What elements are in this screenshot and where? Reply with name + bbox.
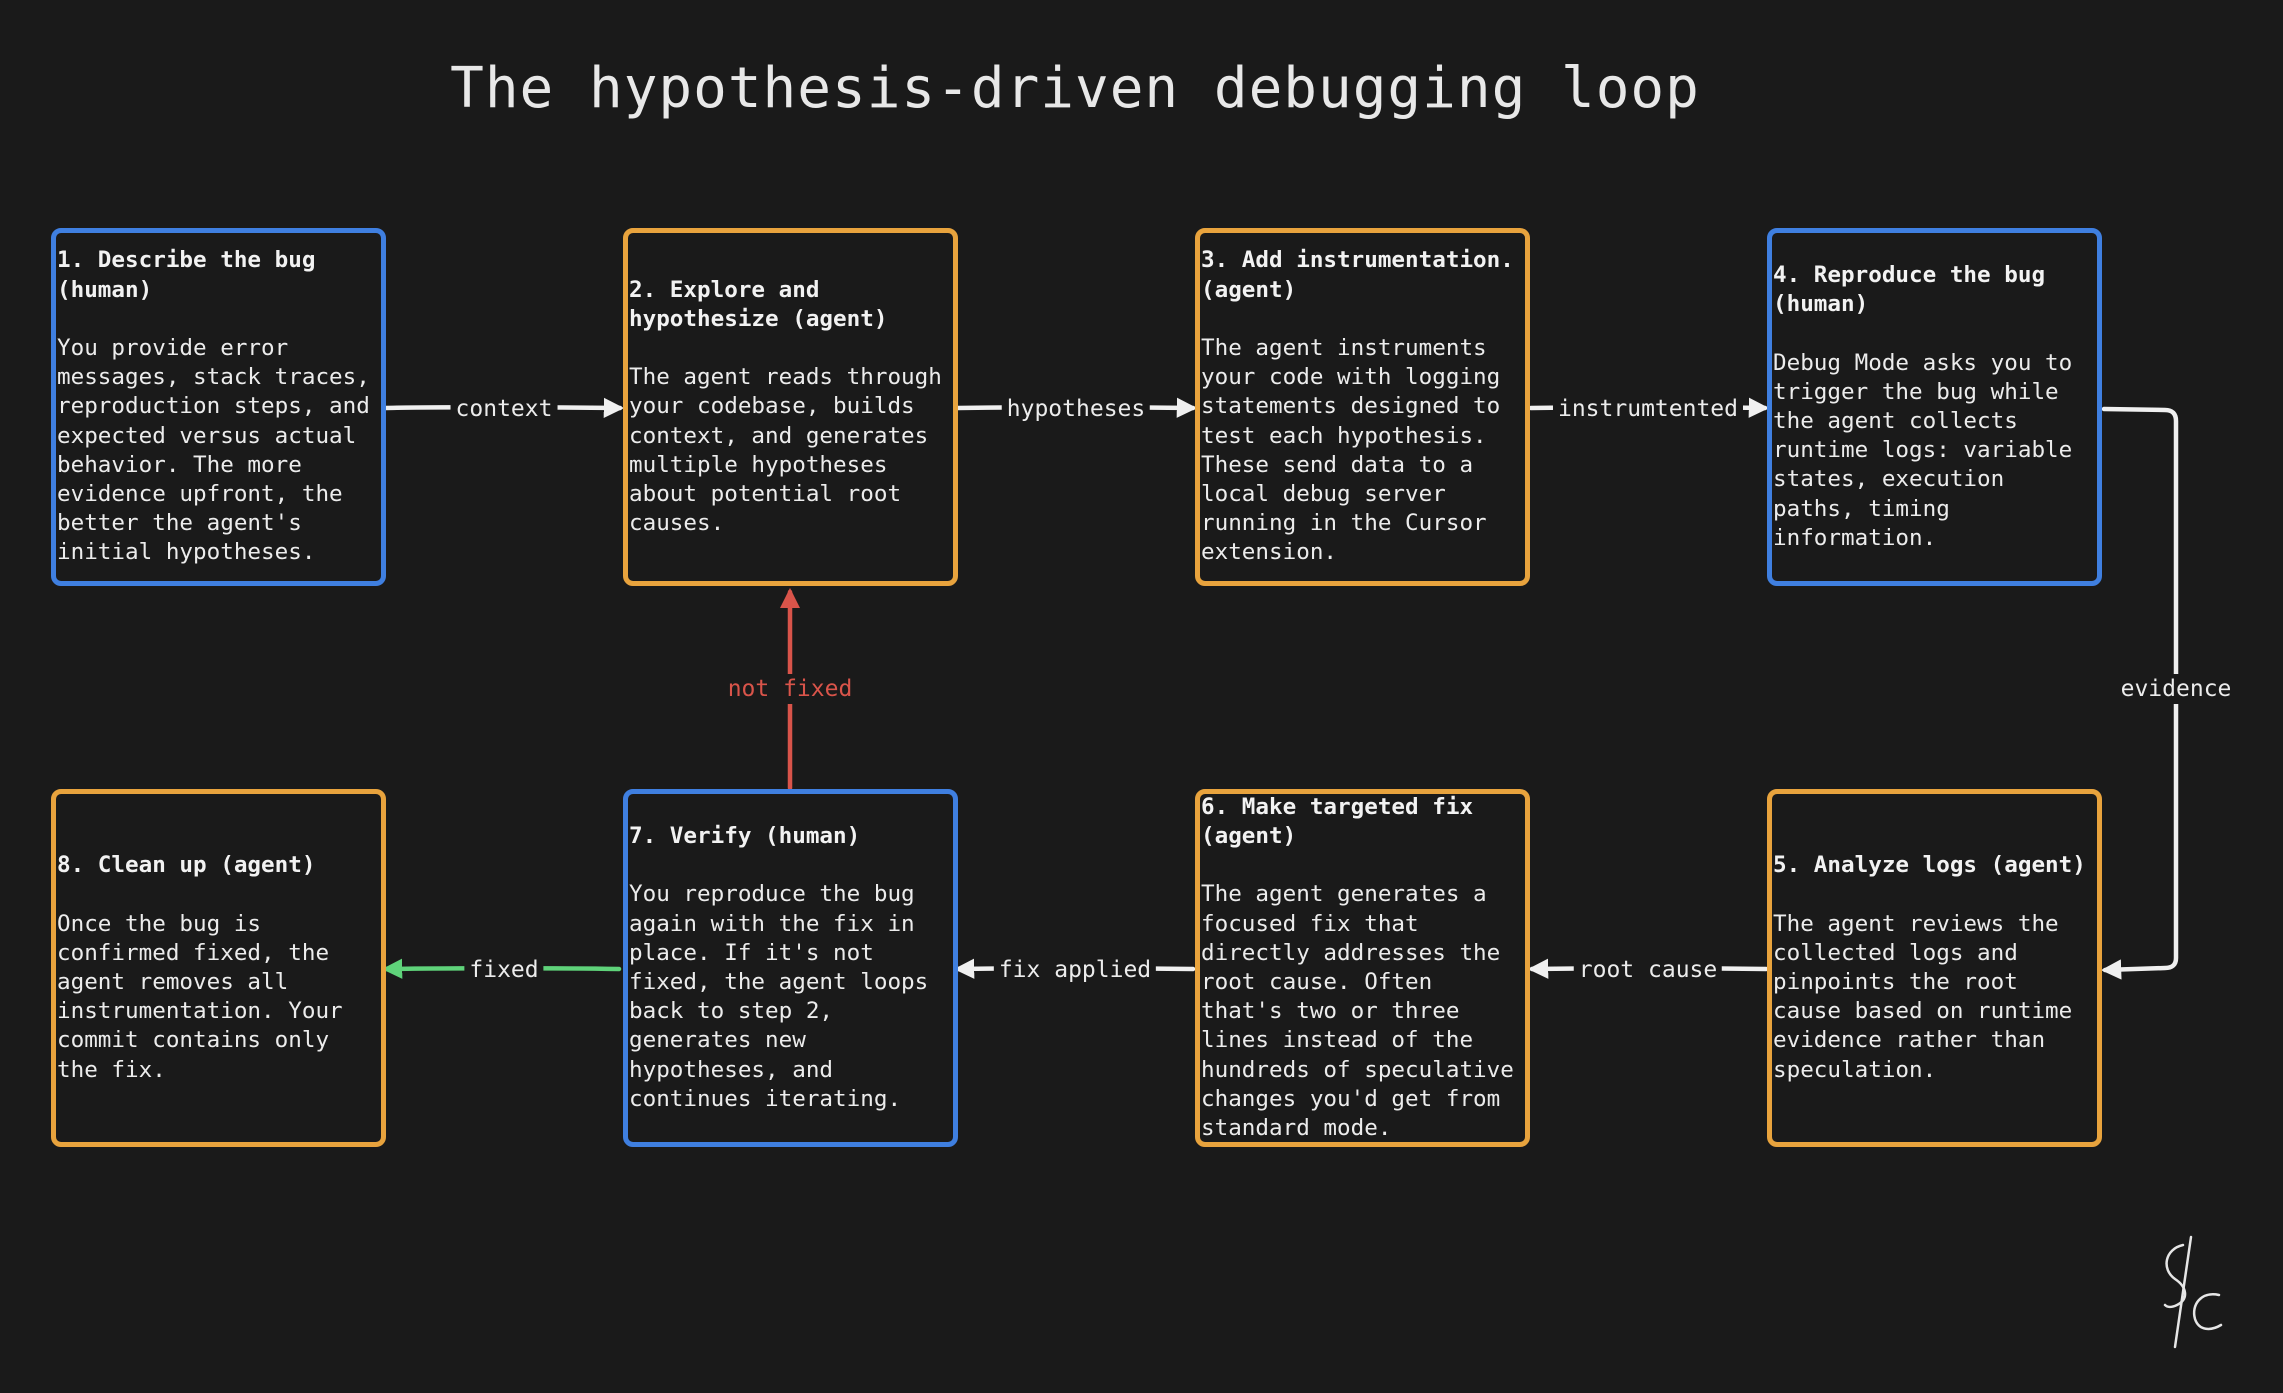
step-8-clean-up: 8. Clean up (agent) Once the bug is conf… <box>51 789 386 1147</box>
edge-label-fix-applied: fix applied <box>993 955 1157 985</box>
step-2-explore-hypothesize: 2. Explore and hypothesize (agent) The a… <box>623 228 958 586</box>
step-5-analyze-logs: 5. Analyze logs (agent) The agent review… <box>1767 789 2102 1147</box>
step-title: 5. Analyze logs (agent) <box>1773 852 2086 879</box>
edge-label-context: context <box>450 394 558 424</box>
step-7-verify: 7. Verify (human) You reproduce the bug … <box>623 789 958 1147</box>
step-title: 6. Make targeted fix (agent) <box>1201 793 1474 849</box>
step-description: You provide error messages, stack traces… <box>57 334 370 566</box>
step-4-reproduce-bug: 4. Reproduce the bug (human) Debug Mode … <box>1767 228 2102 586</box>
step-description: Debug Mode asks you to trigger the bug w… <box>1773 349 2073 551</box>
step-6-make-targeted-fix: 6. Make targeted fix (agent) The agent g… <box>1195 789 1530 1147</box>
edge-label-not-fixed: not fixed <box>722 674 858 704</box>
step-description: The agent reads through your codebase, b… <box>629 364 942 537</box>
signature-logo-icon <box>2163 1235 2223 1349</box>
step-title: 2. Explore and hypothesize (agent) <box>629 276 888 332</box>
step-title: 7. Verify (human) <box>629 822 861 849</box>
step-description: The agent instruments your code with log… <box>1201 334 1501 566</box>
step-title: 4. Reproduce the bug (human) <box>1773 261 2046 318</box>
step-description: The agent reviews the collected logs and… <box>1773 910 2073 1083</box>
step-3-add-instrumentation: 3. Add instrumentation. (agent) The agen… <box>1195 228 1530 586</box>
edge-label-hypotheses: hypotheses <box>1001 394 1151 424</box>
diagram-title: The hypothesis-driven debugging loop <box>450 56 1700 121</box>
step-title: 1. Describe the bug (human) <box>57 247 316 303</box>
step-1-describe-bug: 1. Describe the bug (human) You provide … <box>51 228 386 586</box>
edge-label-instrumtented: instrumtented <box>1552 394 1744 424</box>
edge-label-root-cause: root cause <box>1573 955 1723 985</box>
edge-label-evidence: evidence <box>2115 674 2237 704</box>
step-title: 8. Clean up (agent) <box>57 852 316 879</box>
step-description: Once the bug is confirmed fixed, the age… <box>57 910 343 1083</box>
step-description: You reproduce the bug again with the fix… <box>629 881 929 1112</box>
step-title: 3. Add instrumentation. (agent) <box>1201 247 1514 303</box>
edge-label-fixed: fixed <box>464 955 544 985</box>
step-description: The agent generates a focused fix that d… <box>1201 881 1514 1142</box>
